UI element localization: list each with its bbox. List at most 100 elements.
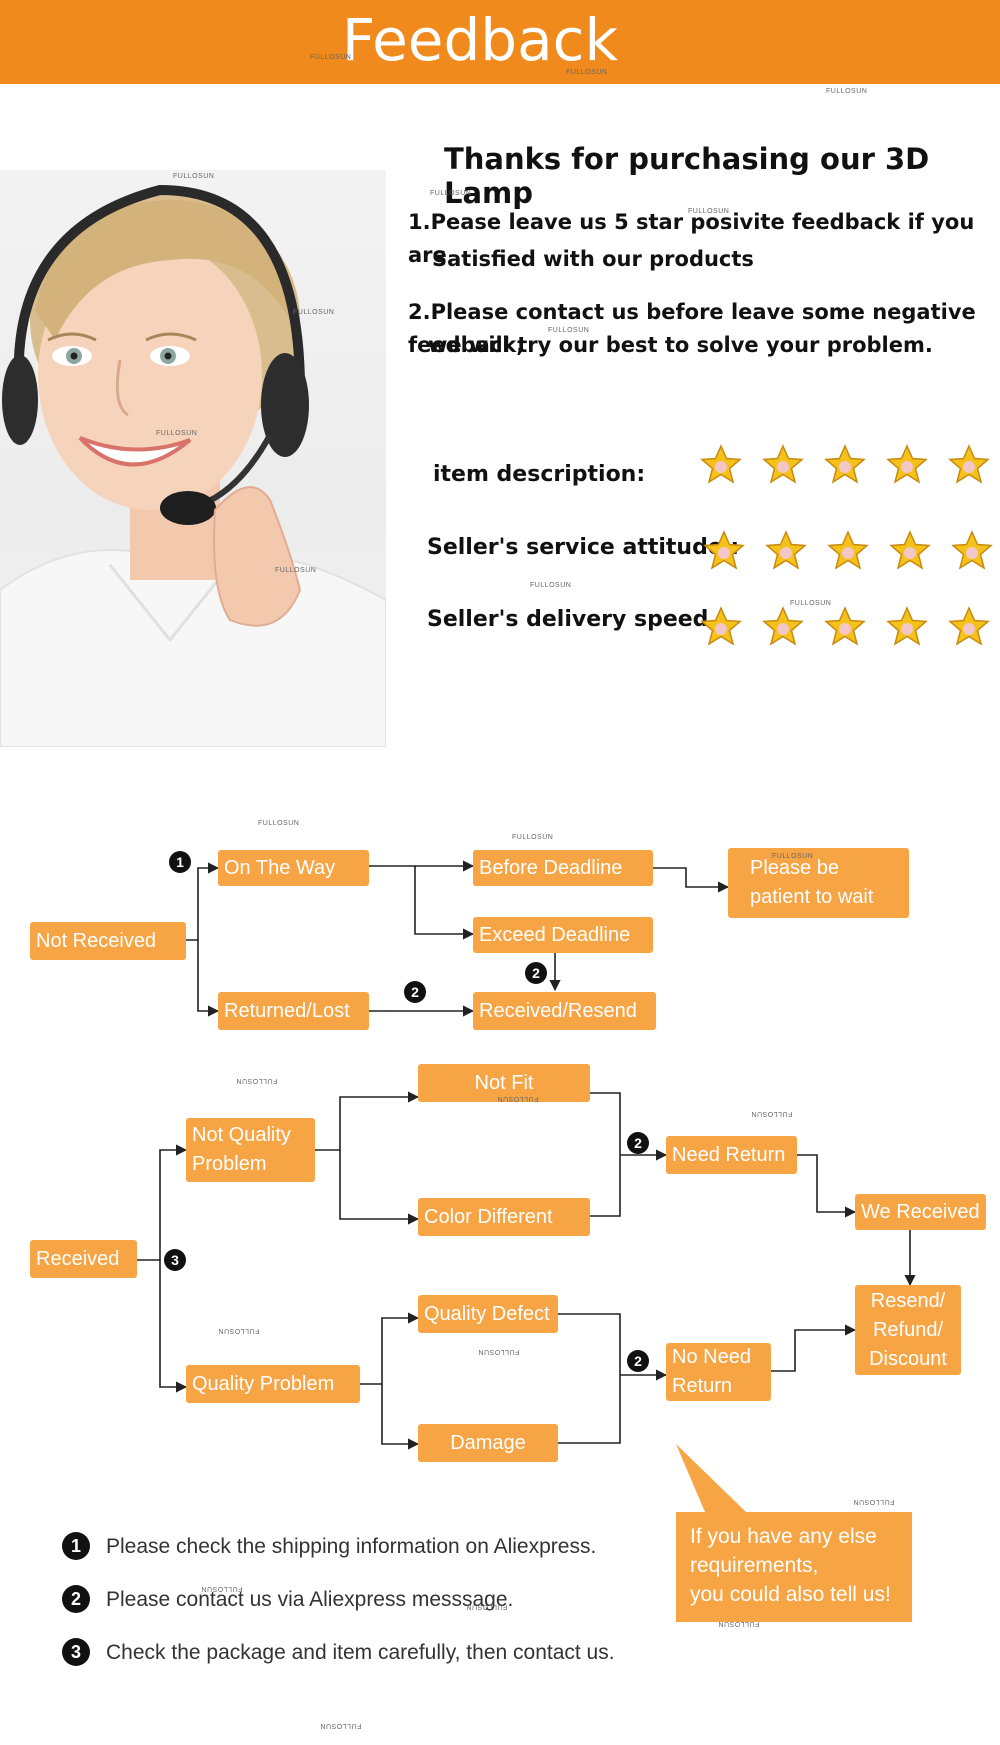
box-need-return: Need Return — [666, 1136, 797, 1174]
watermark: FULLOSUN — [430, 190, 472, 197]
box-damage: Damage — [418, 1424, 558, 1462]
watermark: FULLOSUN — [790, 600, 832, 607]
watermark: FULLOSUN — [258, 820, 300, 827]
rating-label-service: Seller's service attitude : — [427, 535, 740, 560]
watermark: FULLOSUN — [751, 1110, 793, 1117]
marker-3: 3 — [164, 1249, 186, 1271]
box-quality-problem: Quality Problem — [186, 1365, 360, 1403]
marker-2: 2 — [627, 1350, 649, 1372]
watermark: FULLOSUN — [548, 327, 590, 334]
note-text-2: Please contact us via Aliexpress messsag… — [106, 1588, 514, 1611]
watermark: FULLOSUN — [688, 208, 730, 215]
intro-line-1b: Satisfied with our products — [432, 247, 754, 271]
box-no-need-return: No Need Return — [666, 1343, 771, 1401]
intro-line-2a: 2.Please contact us before leave some ne… — [408, 300, 976, 357]
not-quality-line-2: Problem — [192, 1153, 267, 1175]
marker-1: 1 — [169, 851, 191, 873]
watermark: FULLOSUN — [718, 1620, 760, 1627]
box-not-quality-problem: Not Quality Problem — [186, 1118, 315, 1182]
please-wait-line-1: Please be — [750, 857, 839, 879]
star-icon — [827, 530, 869, 572]
bubble-line-1: If you have any else — [690, 1525, 877, 1548]
watermark: FULLOSUN — [497, 1095, 539, 1102]
note-number-1: 1 — [62, 1532, 90, 1560]
bubble-line-2: requirements, — [690, 1554, 819, 1577]
not-quality-line-1: Not Quality — [192, 1124, 291, 1146]
please-wait-line-2: patient to wait — [750, 886, 874, 908]
rating-label-delivery: Seller's delivery speed : — [427, 607, 725, 632]
star-icon — [889, 530, 931, 572]
star-icon — [700, 444, 742, 486]
stars-service — [703, 530, 993, 572]
watermark: FULLOSUN — [156, 430, 198, 437]
resend-line-2: Refund/ — [872, 1318, 944, 1341]
watermark: FULLOSUN — [772, 853, 814, 860]
star-icon — [703, 530, 745, 572]
box-not-fit: Not Fit — [418, 1064, 590, 1102]
note-number-3: 3 — [62, 1638, 90, 1666]
watermark: FULLOSUN — [566, 69, 608, 76]
box-quality-defect: Quality Defect — [418, 1295, 558, 1333]
box-resend-refund-discount: Resend/ Refund/ Discount — [855, 1285, 961, 1375]
watermark: FULLOSUN — [293, 309, 335, 316]
no-need-line-2: Return — [672, 1375, 733, 1397]
page-title: Feedback — [341, 6, 619, 74]
box-received: Received — [30, 1240, 137, 1278]
marker-2: 2 — [525, 962, 547, 984]
support-agent-illustration — [0, 184, 386, 747]
marker-2: 2 — [627, 1132, 649, 1154]
stars-item — [700, 444, 990, 486]
watermark: FULLOSUN — [275, 567, 317, 574]
star-icon — [948, 606, 990, 648]
marker-2: 2 — [404, 981, 426, 1003]
speech-bubble-tail — [676, 1444, 746, 1512]
star-icon — [886, 444, 928, 486]
star-icon — [765, 530, 807, 572]
box-not-received: Not Received — [30, 922, 186, 960]
star-icon — [824, 444, 866, 486]
box-on-the-way: On The Way — [218, 850, 369, 886]
rating-label-item: item description: — [433, 462, 646, 487]
box-received-resend: Received/Resend — [473, 992, 656, 1030]
watermark: FULLOSUN — [236, 1077, 278, 1084]
box-returned-lost: Returned/Lost — [218, 992, 369, 1030]
speech-bubble: If you have any else requirements, you c… — [676, 1512, 912, 1622]
box-we-received: We Received — [855, 1194, 986, 1230]
box-before-deadline: Before Deadline — [473, 850, 653, 886]
note-text-3: Check the package and item carefully, th… — [106, 1641, 615, 1664]
star-icon — [762, 444, 804, 486]
resend-line-3: Discount — [869, 1347, 947, 1370]
box-please-wait: Please be patient to wait — [728, 848, 909, 918]
resend-line-1: Resend/ — [870, 1289, 946, 1312]
stars-delivery — [700, 606, 990, 648]
intro-line-2b: we will try our best to solve your probl… — [428, 333, 933, 357]
intro-heading: Thanks for purchasing our 3D Lamp — [444, 142, 930, 210]
watermark: FULLOSUN — [320, 1722, 362, 1729]
watermark: FULLOSUN — [310, 54, 352, 61]
star-icon — [700, 606, 742, 648]
star-icon — [824, 606, 866, 648]
watermark: FULLOSUN — [853, 1498, 895, 1505]
watermark: FULLOSUN — [218, 1327, 260, 1334]
watermark: FULLOSUN — [173, 173, 215, 180]
watermark: FULLOSUN — [201, 1585, 243, 1592]
watermark: FULLOSUN — [826, 88, 868, 95]
watermark: FULLOSUN — [512, 834, 554, 841]
watermark: FULLOSUN — [478, 1348, 520, 1355]
support-agent-photo — [0, 170, 386, 747]
star-icon — [951, 530, 993, 572]
box-exceed-deadline: Exceed Deadline — [473, 917, 653, 953]
watermark: FULLOSUN — [530, 582, 572, 589]
intro-line-1a: 1.Pease leave us 5 star posivite feedbac… — [408, 210, 975, 267]
bubble-line-3: you could also tell us! — [690, 1583, 891, 1606]
star-icon — [886, 606, 928, 648]
no-need-line-1: No Need — [672, 1346, 751, 1368]
note-number-2: 2 — [62, 1585, 90, 1613]
box-color-different: Color Different — [418, 1198, 590, 1236]
watermark: FULLOSUN — [466, 1603, 508, 1610]
star-icon — [948, 444, 990, 486]
note-text-1: Please check the shipping information on… — [106, 1535, 597, 1558]
star-icon — [762, 606, 804, 648]
header-bar — [0, 0, 1000, 84]
